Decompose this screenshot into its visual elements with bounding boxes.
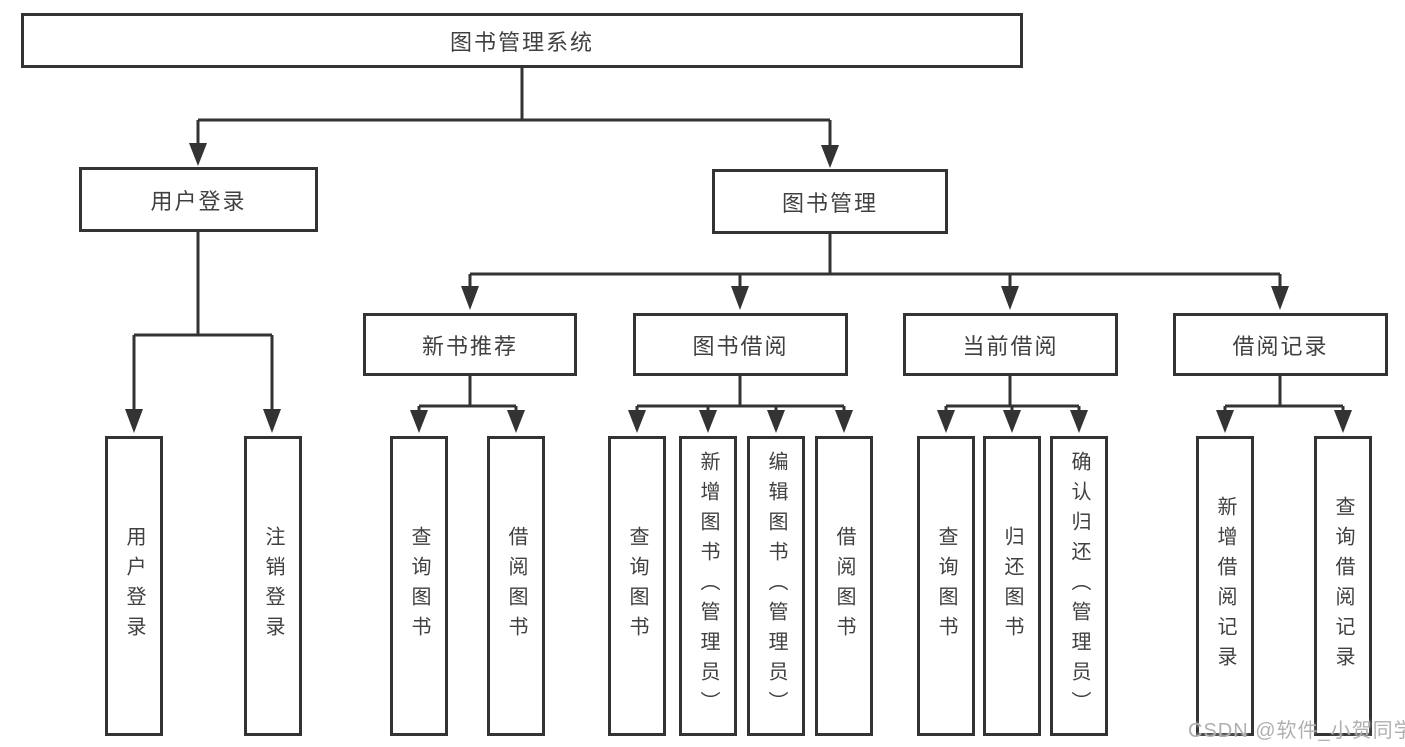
- leaf-borrow-books: 借阅图书: [815, 436, 873, 736]
- leaf-edit-book-admin: 编辑图书（管理员）: [747, 436, 805, 736]
- connector-user-login-branch: [125, 232, 281, 433]
- leaf-query-borrow-record-label: 查询借阅记录: [1332, 496, 1354, 676]
- node-book-management: 图书管理: [712, 169, 948, 234]
- node-current-borrow: 当前借阅: [903, 313, 1118, 376]
- leaf-add-book-admin-label: 新增图书（管理员）: [697, 451, 719, 721]
- leaf-add-book-admin: 新增图书（管理员）: [679, 436, 737, 736]
- connector-new-book-recommend-branch: [410, 376, 525, 433]
- node-user-login: 用户登录: [79, 167, 318, 232]
- leaf-query-books-borrow-label: 查询图书: [626, 526, 648, 646]
- leaf-query-borrow-record: 查询借阅记录: [1314, 436, 1372, 736]
- node-borrow-records: 借阅记录: [1173, 313, 1388, 376]
- leaf-user-login: 用户登录: [105, 436, 163, 736]
- csdn-watermark: CSDN @软件_小贺同学: [1188, 720, 1405, 742]
- leaf-query-books-current: 查询图书: [917, 436, 975, 736]
- connector-current-borrow-branch: [937, 376, 1088, 433]
- leaf-borrow-books-label: 借阅图书: [833, 526, 855, 646]
- connector-root-branch: [189, 68, 839, 168]
- leaf-logout-label: 注销登录: [262, 526, 284, 646]
- connector-book-borrow-branch: [628, 376, 853, 433]
- leaf-borrow-books-recommend: 借阅图书: [487, 436, 545, 736]
- connector-borrow-records-branch: [1216, 376, 1352, 433]
- leaf-add-borrow-record-label: 新增借阅记录: [1214, 496, 1236, 676]
- leaf-user-login-label: 用户登录: [123, 526, 145, 646]
- leaf-query-books-recommend-label: 查询图书: [408, 526, 430, 646]
- connector-book-management-branch: [461, 234, 1289, 310]
- leaf-edit-book-admin-label: 编辑图书（管理员）: [765, 451, 787, 721]
- leaf-return-book-label: 归还图书: [1001, 526, 1023, 646]
- leaf-borrow-books-recommend-label: 借阅图书: [505, 526, 527, 646]
- leaf-return-book: 归还图书: [983, 436, 1041, 736]
- node-root: 图书管理系统: [21, 13, 1023, 68]
- leaf-query-books-borrow: 查询图书: [608, 436, 666, 736]
- leaf-query-books-recommend: 查询图书: [390, 436, 448, 736]
- leaf-confirm-return-admin: 确认归还（管理员）: [1050, 436, 1108, 736]
- node-book-borrow: 图书借阅: [633, 313, 848, 376]
- node-new-book-recommend: 新书推荐: [363, 313, 577, 376]
- leaf-logout: 注销登录: [244, 436, 302, 736]
- leaf-add-borrow-record: 新增借阅记录: [1196, 436, 1254, 736]
- leaf-query-books-current-label: 查询图书: [935, 526, 957, 646]
- leaf-confirm-return-admin-label: 确认归还（管理员）: [1068, 451, 1090, 721]
